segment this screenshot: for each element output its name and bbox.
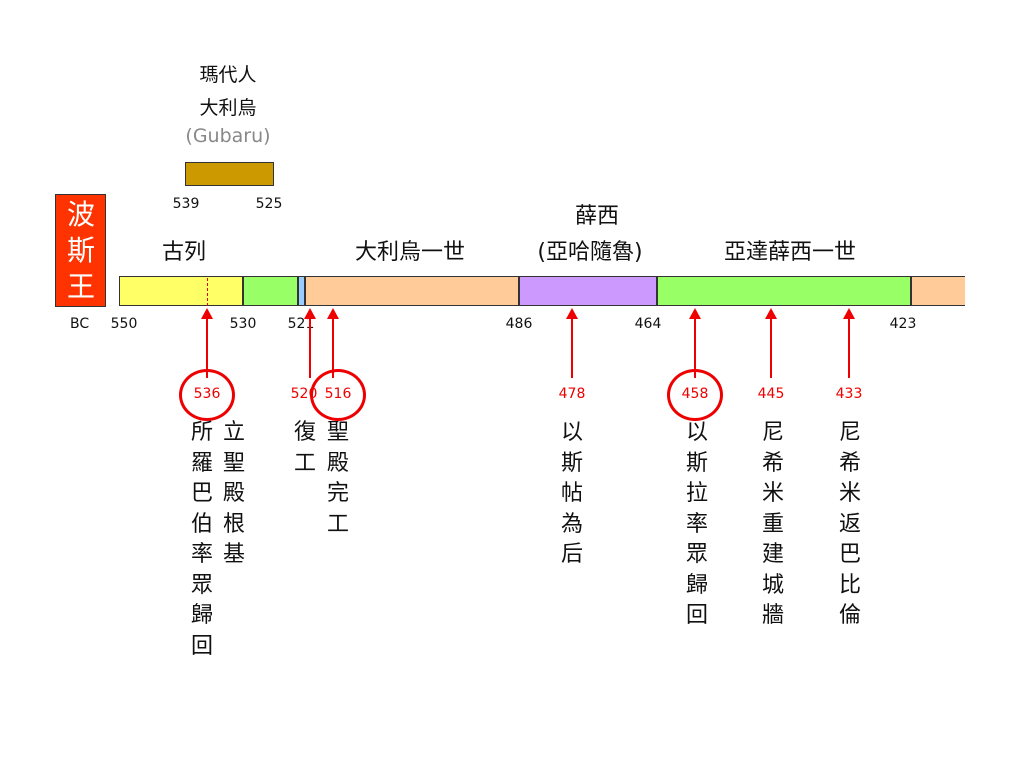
event-description: 立聖殿根基	[222, 420, 245, 567]
event-description: 以斯帖為后	[560, 420, 583, 567]
timeline-segment	[119, 276, 243, 306]
event-arrow	[765, 308, 777, 378]
highlight-circle	[310, 369, 366, 421]
gubaru-line1: 瑪代人	[199, 64, 257, 86]
event-arrow	[201, 308, 213, 378]
event-description: 聖殿完工	[326, 420, 349, 537]
gubaru-start: 539	[172, 196, 200, 212]
event-year: 478	[558, 386, 586, 402]
timeline-segment	[298, 276, 305, 306]
tick-label: 530	[229, 316, 257, 332]
king-xerxes-line2: (亞哈隨魯)	[537, 240, 643, 265]
highlight-circle	[179, 369, 235, 421]
event-arrow	[689, 308, 701, 378]
highlight-circle	[667, 369, 723, 421]
timeline-segment	[243, 276, 298, 306]
event-description: 所羅巴伯率眾歸回	[190, 420, 213, 659]
tick-label: 423	[889, 316, 917, 332]
event-arrow	[566, 308, 578, 378]
event-description: 以斯拉率眾歸回	[685, 420, 708, 628]
king-cyrus: 古列	[161, 240, 207, 265]
tick-label: 486	[505, 316, 533, 332]
persian-kings-box: 波斯王	[55, 194, 106, 307]
timeline-segment	[305, 276, 519, 306]
event-description: 復工	[293, 420, 316, 476]
gubaru-bar	[185, 162, 274, 186]
gubaru-line3: (Gubaru)	[185, 125, 271, 147]
bc-label: BC	[70, 316, 90, 332]
event-arrow	[843, 308, 855, 378]
event-description: 尼希米返巴比倫	[838, 420, 861, 628]
gubaru-end: 525	[255, 196, 283, 212]
event-arrow	[327, 308, 339, 378]
timeline-segment	[911, 276, 965, 306]
event-description: 尼希米重建城牆	[761, 420, 784, 628]
timeline-segment	[519, 276, 657, 306]
gubaru-line2: 大利烏	[199, 97, 257, 119]
tick-label: 464	[634, 316, 662, 332]
tick-label: 550	[110, 316, 138, 332]
tick-label: 521	[287, 316, 315, 332]
event-year: 516	[324, 386, 352, 402]
event-arrow	[304, 308, 316, 378]
event-year: 458	[681, 386, 709, 402]
event-year: 536	[193, 386, 221, 402]
king-xerxes-line1: 薛西	[574, 204, 620, 229]
king-artaxerxes: 亞達薛西一世	[723, 240, 857, 265]
event-year: 445	[757, 386, 785, 402]
event-year: 433	[835, 386, 863, 402]
timeline-segment	[657, 276, 911, 306]
king-darius: 大利烏一世	[354, 240, 466, 265]
marker-536-dashed	[207, 278, 208, 306]
